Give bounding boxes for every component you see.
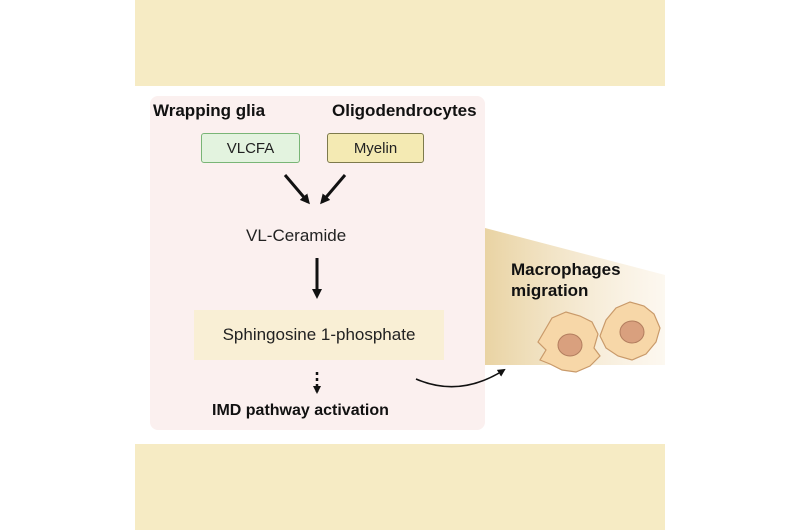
- top-band: [135, 0, 665, 86]
- vl-ceramide-label: VL-Ceramide: [246, 226, 347, 245]
- myelin-arrow: [320, 174, 347, 205]
- vlcfa-box: VLCFA: [201, 133, 300, 163]
- macrophage-nucleus-1: [557, 333, 583, 357]
- s1p-box: Sphingosine 1-phosphate: [194, 310, 444, 360]
- migration-label: migration: [511, 281, 589, 300]
- bottom-band: [135, 444, 665, 530]
- s1p-to-macrophage-arrow: [415, 368, 506, 388]
- myelin-box: Myelin: [327, 133, 424, 163]
- macrophage-nucleus-2: [619, 320, 645, 344]
- imd-pathway-label: IMD pathway activation: [212, 402, 389, 419]
- oligodendrocytes-label: Oligodendrocytes: [332, 101, 477, 120]
- macrophages-label: Macrophages: [511, 260, 621, 279]
- vlcfa-arrow: [283, 174, 310, 205]
- wrapping-glia-label: Wrapping glia: [153, 101, 266, 120]
